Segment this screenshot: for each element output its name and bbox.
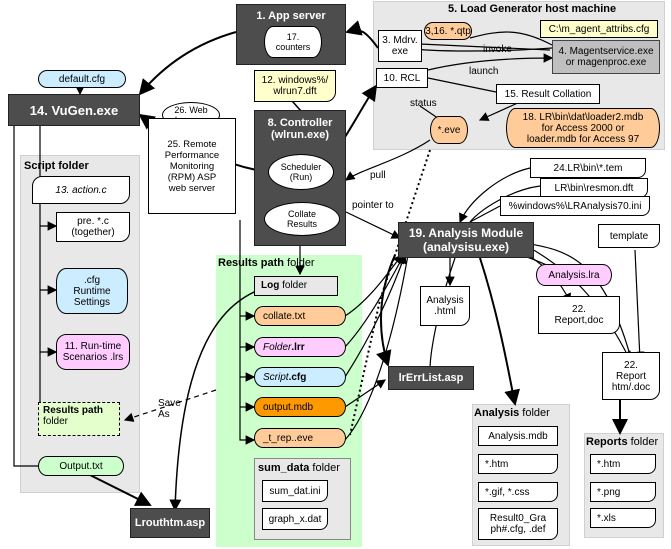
output-mdb-store: output.mdb [254, 397, 346, 417]
wlrun-dft-file: 12. windows%/ wlrun7.dft [254, 70, 336, 102]
script-folder-area [20, 155, 140, 493]
lranalysis-ini-file: %windows%\LRAnalysis70.ini [500, 196, 650, 216]
results-path-folder-box: Results path folder [38, 402, 120, 436]
invoke-label: invoke [483, 44, 512, 55]
resmon-file: LR\bin\resmon.dft [540, 178, 648, 198]
analysis-htm-file: *.htm [478, 454, 558, 474]
result-graph-cfg-file: Result0_Gra ph#.cfg, .def [478, 508, 558, 540]
script-folder-title: Script folder [24, 160, 89, 172]
lrr-ext: .lrr [291, 341, 305, 353]
scheduler-box: Scheduler (Run) [268, 154, 334, 190]
status-label: status [410, 98, 437, 109]
results-folder-title: Results path folder [218, 257, 315, 269]
controller-title: 8. Controller (wlrun.exe) [267, 117, 333, 141]
save-as-label: Save As [158, 398, 181, 420]
eve-store: *.eve [430, 116, 468, 144]
t-rep-eve-store: _t_rep..eve [254, 428, 346, 448]
report-htm-file: 22. Report htm/.doc [602, 352, 660, 400]
lrouthtm-asp: Lrouthtm.asp [130, 508, 210, 538]
loader-mdb-store: 18. LR\bin\dat\loader2.mdb for Access 20… [506, 108, 660, 148]
reports-png-file: *.png [590, 482, 656, 502]
lrr-italic: Folder [263, 341, 292, 353]
rpm-web-server: 25. Remote Performance Monitoring (RPM) … [148, 118, 236, 214]
agent-attribs-file: C:\m_agent_attribs.cfg [540, 20, 658, 38]
graph-dat-file: graph_x.dat [262, 508, 328, 530]
analysis-lra-store: Analysis.lra [536, 264, 612, 286]
log-folder: Log folder [254, 276, 338, 296]
counters-store: 17. counters [264, 26, 322, 58]
sum-dat-ini-file: sum_dat.ini [262, 480, 328, 502]
script-cfg-italic: Script [263, 371, 289, 383]
launch-label: launch [469, 66, 499, 77]
reports-xls-file: *.xls [590, 508, 656, 528]
template-file: template [598, 224, 660, 248]
lrerrlist-asp: lrErrList.asp [388, 366, 474, 390]
default-cfg-store: default.cfg [38, 70, 126, 88]
analysis-folder-title: Analysis folder [474, 407, 550, 419]
reports-htm-file: *.htm [590, 454, 656, 474]
mdrv-box: 3. Mdrv. exe [378, 30, 422, 62]
magentservice-box: 4. Magentservice.exe or magenproc.exe [552, 40, 660, 74]
action-c-label: 13. action.c [55, 184, 107, 196]
script-cfg-ext: .cfg [288, 371, 307, 383]
action-c-file: 13. action.c [32, 176, 130, 204]
output-txt-store: Output.txt [38, 456, 124, 476]
rcl-box: 10. RCL [376, 68, 428, 88]
results-path-folder-label: folder [43, 416, 69, 427]
sum-data-folder-title: sum_data folder [258, 462, 340, 474]
load-generator-title: 5. Load Generator host machine [448, 3, 617, 15]
analysis-mdb-file: Analysis.mdb [478, 426, 558, 446]
log-folder-bold: Log [261, 280, 280, 291]
pointer-to-label: pointer to [352, 200, 394, 211]
qtp-store: 3,16. *.qtp [424, 22, 472, 40]
tem-file: 24.LR\bin\*.tem [530, 158, 646, 178]
reports-folder-title: Reports folder [586, 436, 659, 448]
result-collation-box: 15. Result Collation [496, 84, 600, 104]
analysis-module: 19. Analysis Module (analysisu.exe) [398, 222, 534, 258]
runtime-settings-store: .cfg Runtime Settings [56, 268, 128, 314]
vugen-exe: 14. VuGen.exe [8, 94, 140, 126]
script-cfg-store: Script.cfg [254, 367, 346, 387]
analysis-html-file: Analysis .html [420, 286, 470, 326]
lrr-store: Folder.lrr [254, 337, 346, 357]
pull-label: pull [370, 170, 386, 181]
collate-txt-store: collate.txt [254, 306, 346, 326]
pre-c-file: pre. *.c (together) [56, 212, 130, 242]
report-doc-file: 22. Report,doc [538, 296, 620, 334]
app-server-title: 1. App server [256, 10, 326, 22]
log-folder-label: folder [282, 280, 308, 291]
results-path-label: Results path [43, 405, 104, 416]
analysis-gif-css-file: *.gif, *.css [478, 482, 558, 502]
scenarios-lrs-store: 11. Run-time Scenarios .lrs [56, 334, 130, 370]
collate-results-box: Collate Results [264, 202, 340, 236]
app-server: 1. App server [236, 4, 346, 65]
